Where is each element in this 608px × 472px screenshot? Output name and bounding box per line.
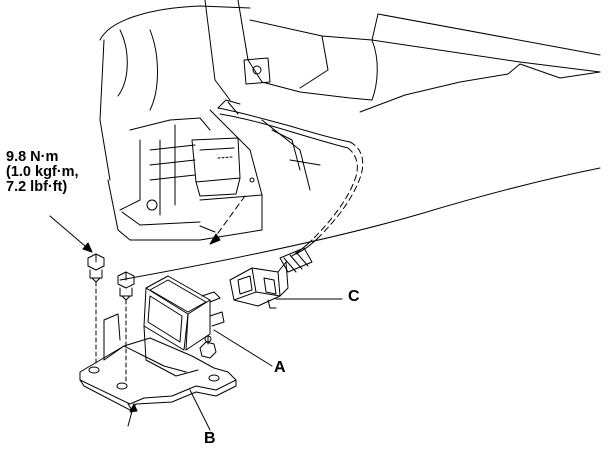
bracket-b [80,314,236,410]
torque-spec-label: 9.8 N·m (1.0 kgf·m, 7.2 lbf·ft) [6,150,79,195]
front-arrow [128,404,137,426]
callout-b: B [204,430,216,447]
routing-arrow [210,196,245,244]
torque-line-2: (1.0 kgf·m, [6,164,79,180]
sensor-a [144,276,224,358]
callout-a: A [274,359,286,376]
bolt-left [88,254,104,366]
connector-c [230,262,288,308]
torque-line-1: 9.8 N·m [6,149,59,165]
leader-lines [50,216,342,430]
torque-line-3: 7.2 lbf·ft) [6,179,68,195]
callout-c: C [348,288,360,305]
wiring-harness [218,100,363,272]
bolt-right [118,272,134,382]
vehicle-body-panel [100,0,600,280]
